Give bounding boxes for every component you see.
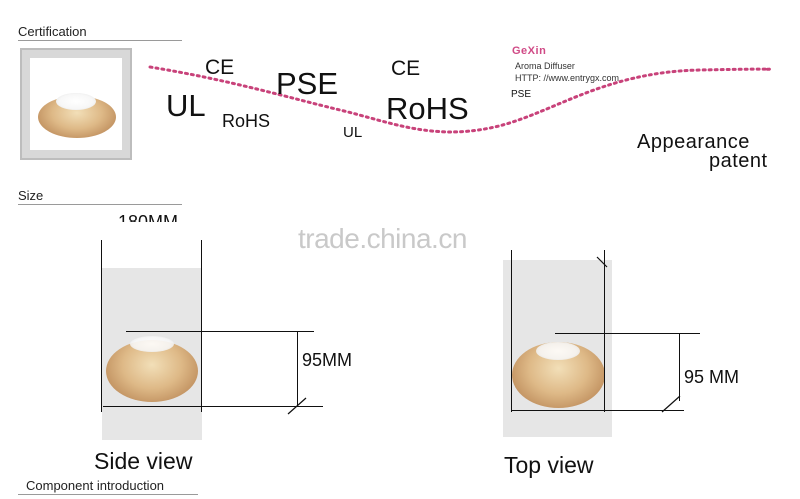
appearance-line-2: patent [709,150,768,172]
pse-mark-1: PSE [276,66,339,101]
product-thumbnail [20,48,132,160]
certification-divider [18,40,182,41]
ce-mark-2: CE [391,57,421,80]
rohs-mark-2: RoHS [386,91,469,126]
side-height-label: 95MM [302,350,353,370]
side-dimension-vertical [297,331,298,405]
component-divider [18,494,198,495]
certification-section-title: Certification [18,24,87,39]
size-divider [18,204,182,205]
top-dimension-blur [100,224,200,252]
component-section-title: Component introduction [26,478,165,493]
brand-line-2: HTTP: //www.entrygx.com [515,73,620,83]
top-view-label: Top view [504,452,594,478]
side-right-extension [201,240,202,412]
top-dimension-vertical [679,333,680,401]
watermark: trade.china.cn [298,223,467,254]
top-height-label: 95 MM [684,367,740,387]
top-bottom-reference [512,410,684,411]
product-mist-top [56,93,96,110]
top-dimension-tick [661,395,681,413]
top-dimension-label: 180MM [118,212,179,222]
side-bottom-reference [103,406,323,407]
side-dimension-tick [287,397,307,415]
brand-line-1: Aroma Diffuser [515,61,575,71]
rohs-mark-1: RoHS [222,111,271,131]
side-view-product-top [130,336,174,352]
side-left-extension [101,240,102,412]
brand-card: GeXin Aroma Diffuser HTTP: //www.entrygx… [512,45,662,105]
ce-mark-1: CE [205,56,235,79]
ul-mark-1: UL [166,88,206,123]
top-view-product-top [536,342,580,360]
side-top-reference [126,331,314,332]
top-left-extension [511,250,512,412]
brand-logo: GeXin [512,45,547,57]
pse-mark-2: PSE [511,89,532,100]
side-view-label: Side view [94,448,193,474]
top-top-reference [555,333,700,334]
size-section-title: Size [18,188,44,203]
top-right-extension [604,250,605,412]
top-corner-tick [596,256,608,268]
appearance-line-1: Appearance [637,131,750,153]
ul-mark-2: UL [343,124,363,141]
